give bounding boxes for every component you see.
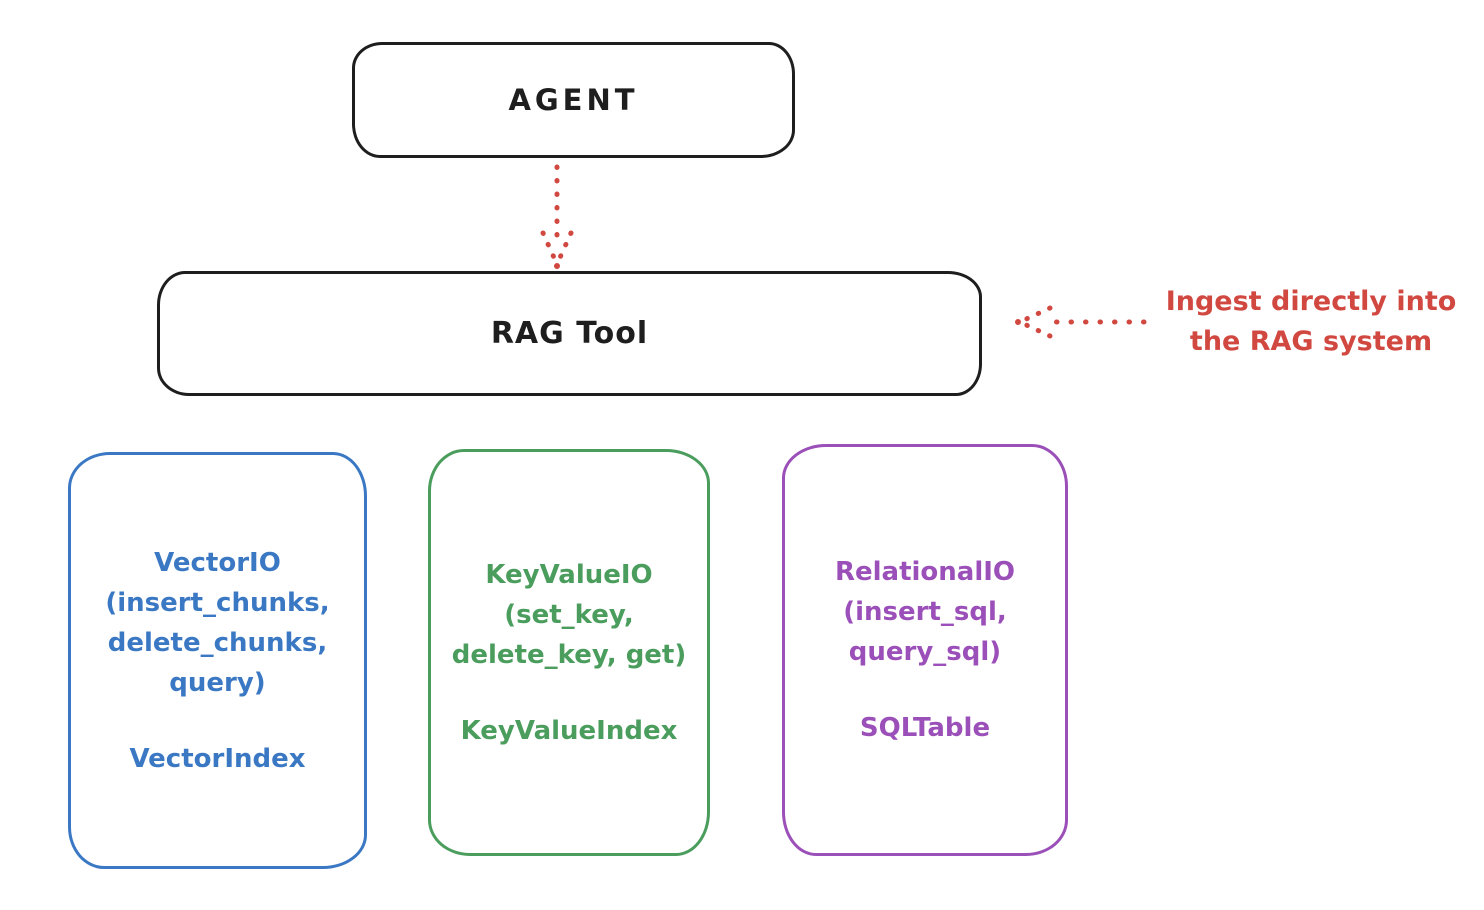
vector-io-node: VectorIO (insert_chunks, delete_chunks, … — [68, 452, 367, 869]
relational-io-title: RelationalIO — [834, 557, 1016, 587]
agent-node: AGENT — [352, 42, 795, 158]
agent-label: AGENT — [508, 83, 639, 117]
vector-io-methods-line3: query) — [169, 667, 266, 698]
relational-io-methods-line2: query_sql) — [848, 637, 1002, 667]
relational-io-node: RelationalIO (insert_sql, query_sql) SQL… — [782, 444, 1068, 856]
vector-io-title: VectorIO — [154, 547, 281, 578]
ragtool-label: RAG Tool — [490, 316, 649, 351]
relational-io-methods-line1: (insert_sql, — [843, 597, 1007, 627]
vector-io-methods-line1: (insert_chunks, — [105, 587, 330, 618]
keyvalue-index-label: KeyValueIndex — [460, 715, 678, 746]
vector-index-label: VectorIndex — [129, 743, 306, 774]
vector-io-methods-line2: delete_chunks, — [107, 627, 328, 658]
ragtool-node: RAG Tool — [157, 271, 982, 396]
ingest-annotation-line1: Ingest directly into — [1165, 286, 1457, 317]
ingest-annotation: Ingest directly into the RAG system — [1138, 282, 1484, 362]
keyvalue-io-node: KeyValueIO (set_key, delete_key, get) Ke… — [428, 449, 710, 856]
keyvalue-io-title: KeyValueIO — [485, 559, 653, 590]
keyvalue-io-methods-line2: delete_key, get) — [451, 639, 687, 670]
sql-table-label: SQLTable — [859, 713, 991, 743]
ingest-annotation-line2: the RAG system — [1189, 326, 1433, 357]
keyvalue-io-methods-line1: (set_key, — [504, 599, 634, 630]
agent-to-ragtool-arrow — [540, 164, 574, 269]
ingest-annotation-arrow — [1015, 305, 1147, 339]
